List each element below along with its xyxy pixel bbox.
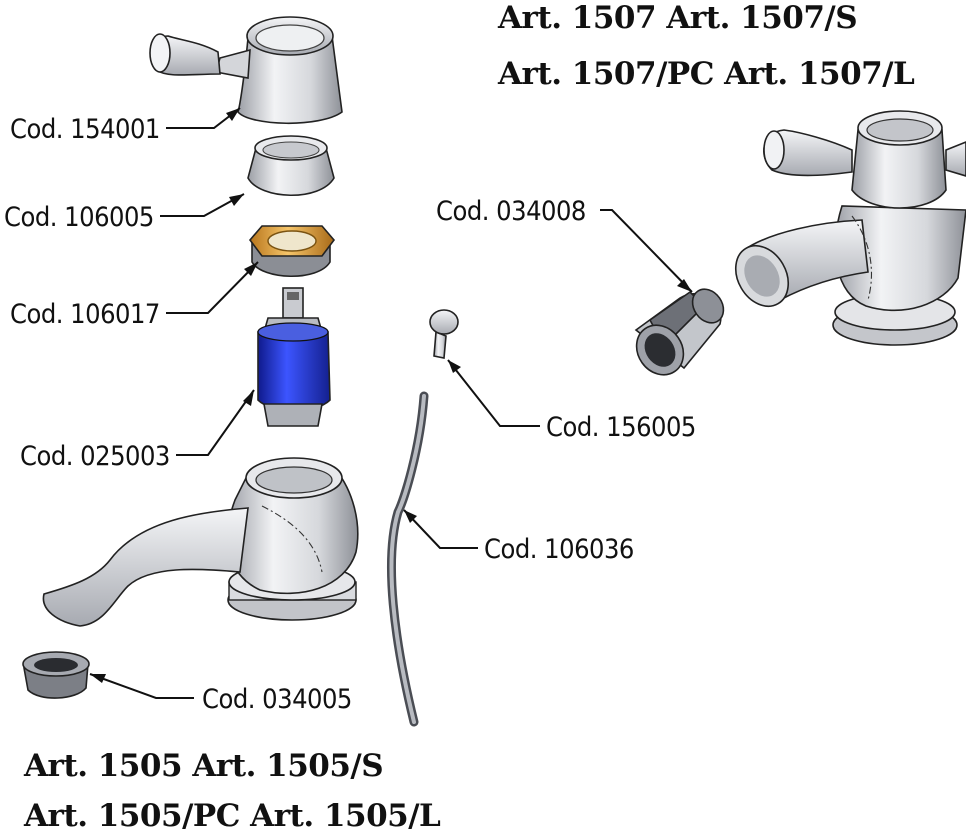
label-aerator-large: Cod. 034008 (436, 196, 586, 227)
label-ring: Cod. 106005 (4, 202, 154, 233)
arrowhead (448, 360, 461, 373)
aerator-large-part (634, 288, 725, 376)
cartridge-part (257, 287, 331, 427)
label-cartridge: Cod. 025003 (20, 441, 170, 472)
arrowhead (90, 674, 106, 683)
bidet-faucet-part (734, 110, 966, 346)
label-knob: Cod. 156005 (546, 412, 696, 443)
arrowhead (677, 279, 692, 292)
label-aerator-small: Cod. 034005 (202, 684, 352, 715)
arrowhead (229, 194, 244, 206)
aerator-small-part (22, 651, 90, 699)
rod-part (386, 391, 429, 727)
article-right-line1: Art. 1507 Art. 1507/S (497, 0, 857, 36)
arrowhead (244, 262, 258, 276)
label-nut: Cod. 106017 (10, 299, 160, 330)
arrowhead (226, 108, 240, 121)
arrowhead (404, 510, 417, 523)
spout-body-part (42, 457, 359, 627)
label-handle: Cod. 154001 (10, 114, 160, 145)
arrowhead (243, 390, 254, 406)
article-right-line2: Art. 1507/PC Art. 1507/L (497, 56, 915, 92)
leader-lines (89, 107, 693, 699)
knob-part (429, 309, 459, 359)
label-rod: Cod. 106036 (484, 534, 634, 565)
ring-part (247, 135, 335, 196)
nut-part (248, 225, 336, 278)
article-left-line1: Art. 1505 Art. 1505/S (23, 748, 383, 784)
article-left-line2: Art. 1505/PC Art. 1505/L (23, 798, 441, 834)
handle-part (149, 16, 343, 125)
